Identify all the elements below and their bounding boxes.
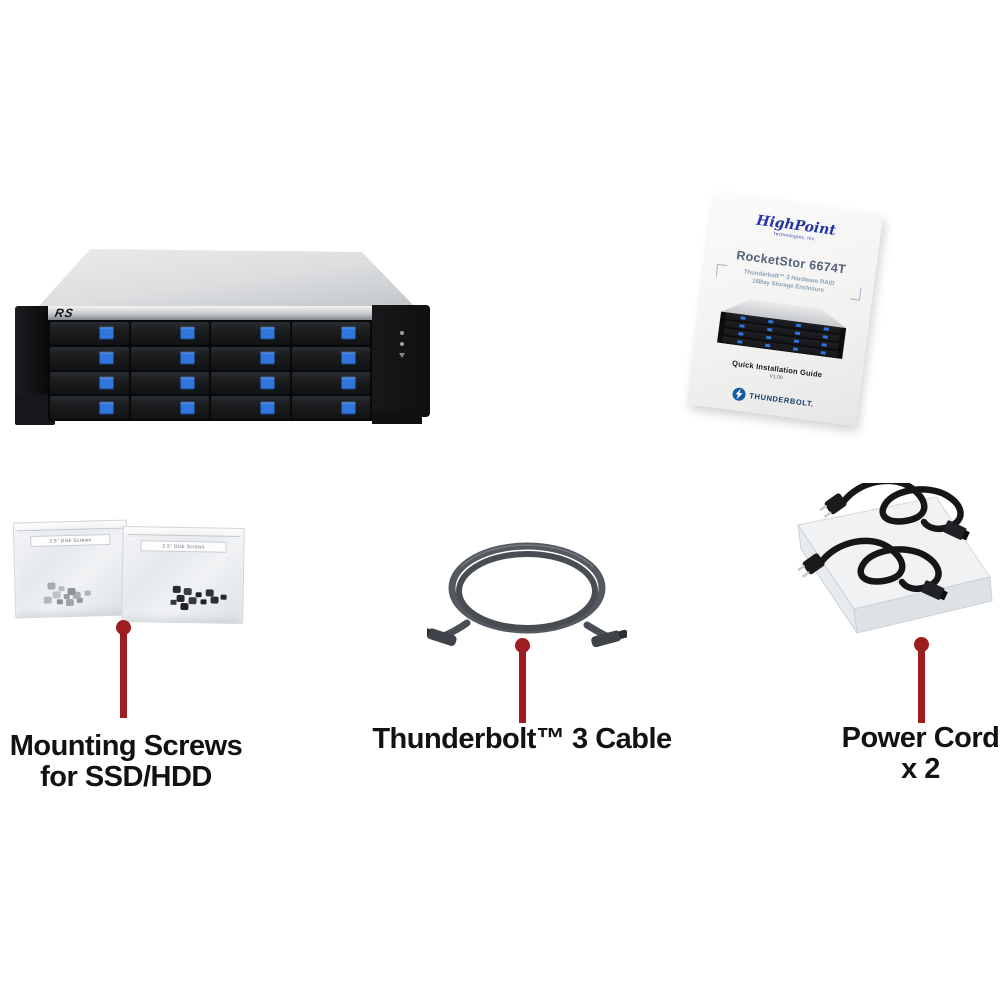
pointer-pin-power	[914, 637, 929, 723]
caption-mounting-screws: Mounting Screws for SSD/HDD	[9, 730, 243, 793]
power-cord-1	[819, 483, 970, 541]
bag-seam	[17, 527, 123, 534]
drive-latch	[179, 401, 195, 415]
power-plug-icon	[797, 553, 825, 579]
drive-latch	[340, 326, 356, 340]
drive-bay	[291, 346, 370, 370]
black-screws	[172, 585, 181, 593]
drive-latch	[99, 351, 115, 365]
drive-bay	[211, 396, 290, 419]
drive-bay	[211, 322, 290, 345]
caption-thunderbolt-cable: Thunderbolt™ 3 Cable	[372, 723, 672, 755]
thunderbolt-logo-icon	[731, 386, 747, 402]
drive-latch	[340, 351, 356, 365]
c13-connector-icon	[943, 520, 970, 541]
drive-latch	[340, 401, 356, 415]
pointer-pin-cable	[515, 638, 530, 723]
usb-c-connector-right	[591, 629, 627, 648]
rack-ear-right	[372, 305, 430, 417]
drive-latch	[179, 326, 195, 340]
drive-bay	[50, 396, 129, 419]
drive-latch	[179, 351, 195, 365]
drive-latch	[260, 376, 276, 390]
drive-latch	[260, 326, 276, 340]
drive-bay	[211, 346, 290, 370]
drive-latch	[260, 401, 276, 415]
drive-latch	[179, 376, 195, 390]
drive-latch	[99, 326, 115, 340]
bag-seam	[127, 534, 241, 539]
pointer-pin-screws	[116, 620, 131, 718]
drive-bay	[130, 322, 209, 345]
screw-bag-right: 2.5" Disk Screws	[121, 525, 245, 625]
drive-bay	[291, 371, 370, 395]
guide-cover-image	[717, 296, 848, 359]
enclosure-top-panel	[39, 249, 414, 306]
drive-bay	[50, 346, 129, 370]
drive-latch	[260, 351, 276, 365]
brand-badge: RS	[53, 306, 75, 320]
alarm-led-icon	[399, 353, 405, 358]
drive-latch	[99, 401, 115, 415]
quick-installation-guide: HighPoint Technologies, Inc. RocketStor …	[686, 192, 884, 427]
power-led-icon	[400, 331, 404, 335]
c13-connector-icon	[921, 580, 948, 601]
drive-bay-grid	[48, 320, 372, 421]
drive-bay	[291, 322, 370, 345]
drive-bay	[130, 396, 209, 419]
drive-bay	[50, 371, 129, 395]
activity-led-icon	[400, 342, 404, 346]
silver-screws	[47, 582, 56, 590]
bag-label: 3.5" Disk Screws	[29, 533, 111, 548]
drive-bay	[50, 322, 129, 345]
drive-bay	[130, 346, 209, 370]
drive-latch	[99, 376, 115, 390]
power-cord-box	[797, 483, 993, 634]
raid-enclosure: RS	[15, 243, 430, 428]
power-plug-icon	[819, 493, 847, 519]
thunderbolt-certification: THUNDERBOLT.	[688, 381, 858, 416]
drive-bay	[291, 396, 370, 419]
status-indicator-icons	[398, 331, 406, 358]
enclosure-front-bezel: RS	[39, 306, 414, 320]
usb-c-connector-left	[427, 627, 457, 646]
rack-ear-right-handle	[372, 411, 422, 424]
screw-bag-left: 3.5" Disk Screws	[12, 519, 130, 619]
caption-power-cord: Power Cord x 2	[841, 722, 1000, 785]
drive-bay	[211, 371, 290, 395]
drive-bay	[130, 371, 209, 395]
thunderbolt-wordmark: THUNDERBOLT.	[748, 391, 815, 409]
thunderbolt-cable	[427, 542, 627, 648]
drive-latch	[340, 376, 356, 390]
power-cord-2	[797, 537, 948, 601]
bag-label: 2.5" Disk Screws	[140, 540, 227, 553]
